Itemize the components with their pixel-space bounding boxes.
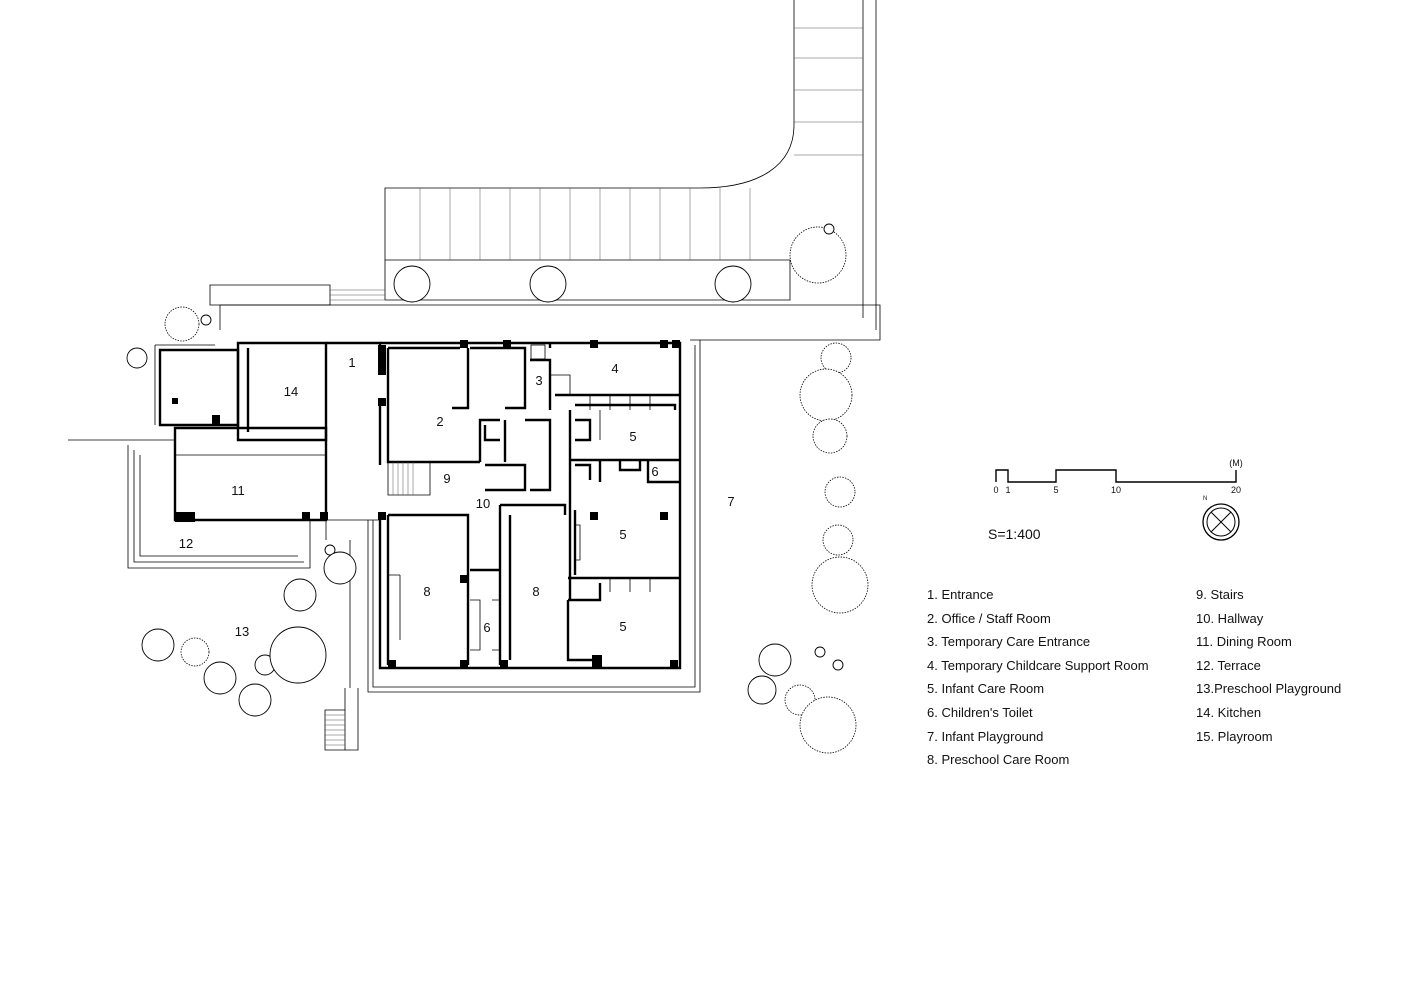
svg-text:N: N	[1203, 496, 1207, 502]
legend-item: 15. Playroom	[1196, 728, 1273, 744]
scale-bar: (M) 0 1 5 10 20 S=1:400	[988, 458, 1243, 542]
legend-item: 7. Infant Playground	[927, 728, 1044, 744]
room-label-11: 11	[231, 483, 245, 498]
room-label-5-top: 5	[629, 429, 636, 444]
scale-unit: (M)	[1229, 458, 1243, 468]
room-label-6-right: 6	[651, 464, 658, 479]
legend-item: 9. Stairs	[1196, 587, 1244, 602]
legend-item: 13.Preschool Playground	[1196, 681, 1342, 697]
building-walls	[68, 340, 701, 693]
legend-item: 11. Dining Room	[1196, 634, 1292, 650]
room-label-10: 10	[476, 496, 490, 511]
north-arrow-icon: N	[1202, 496, 1240, 541]
legend-item: 6. Children's Toilet	[927, 704, 1033, 720]
legend-item: 4. Temporary Childcare Support Room	[927, 657, 1149, 673]
room-label-8-left: 8	[423, 584, 430, 599]
legend-item: 12. Terrace	[1196, 657, 1261, 673]
legend-item: 2. Office / Staff Room	[927, 610, 1051, 626]
room-label-4: 4	[611, 361, 618, 376]
room-label-3: 3	[535, 373, 542, 388]
legend-item: 10. Hallway	[1196, 610, 1264, 626]
scale-tick-20: 20	[1231, 485, 1241, 495]
room-label-8-right: 8	[532, 584, 539, 599]
legend-item: 8. Preschool Care Room	[927, 752, 1070, 768]
room-label-6-middle: 6	[483, 620, 490, 635]
legend-column-left: 1. Entrance 2. Office / Staff Room 3. Te…	[927, 586, 1149, 775]
room-labels: 1 2 3 4 5 5 5 6 6 7 8 8 9 10 11 12 13 14	[179, 355, 735, 639]
legend-item: 3. Temporary Care Entrance	[927, 634, 1091, 650]
parking-area	[209, 0, 881, 341]
room-label-5-bottom: 5	[619, 619, 626, 634]
scale-tick-5: 5	[1053, 485, 1058, 495]
room-label-9: 9	[443, 471, 450, 486]
room-label-1: 1	[348, 355, 355, 370]
legend-item: 5. Infant Care Room	[927, 681, 1045, 697]
scale-tick-0: 0	[993, 485, 998, 495]
room-label-12: 12	[179, 536, 193, 551]
trees	[126, 223, 869, 754]
room-label-5-middle: 5	[619, 527, 626, 542]
scale-tick-1: 1	[1005, 485, 1010, 495]
room-label-13: 13	[235, 624, 249, 639]
legend-item: 1. Entrance	[927, 587, 994, 602]
room-label-7: 7	[727, 494, 734, 509]
room-label-2: 2	[436, 414, 443, 429]
room-label-14: 14	[284, 384, 298, 399]
legend-column-right: 9. Stairs 10. Hallway 11. Dining Room 12…	[1196, 586, 1341, 751]
legend-item: 14. Kitchen	[1196, 704, 1262, 720]
scale-tick-10: 10	[1111, 485, 1121, 495]
scale-ratio: S=1:400	[988, 526, 1041, 542]
